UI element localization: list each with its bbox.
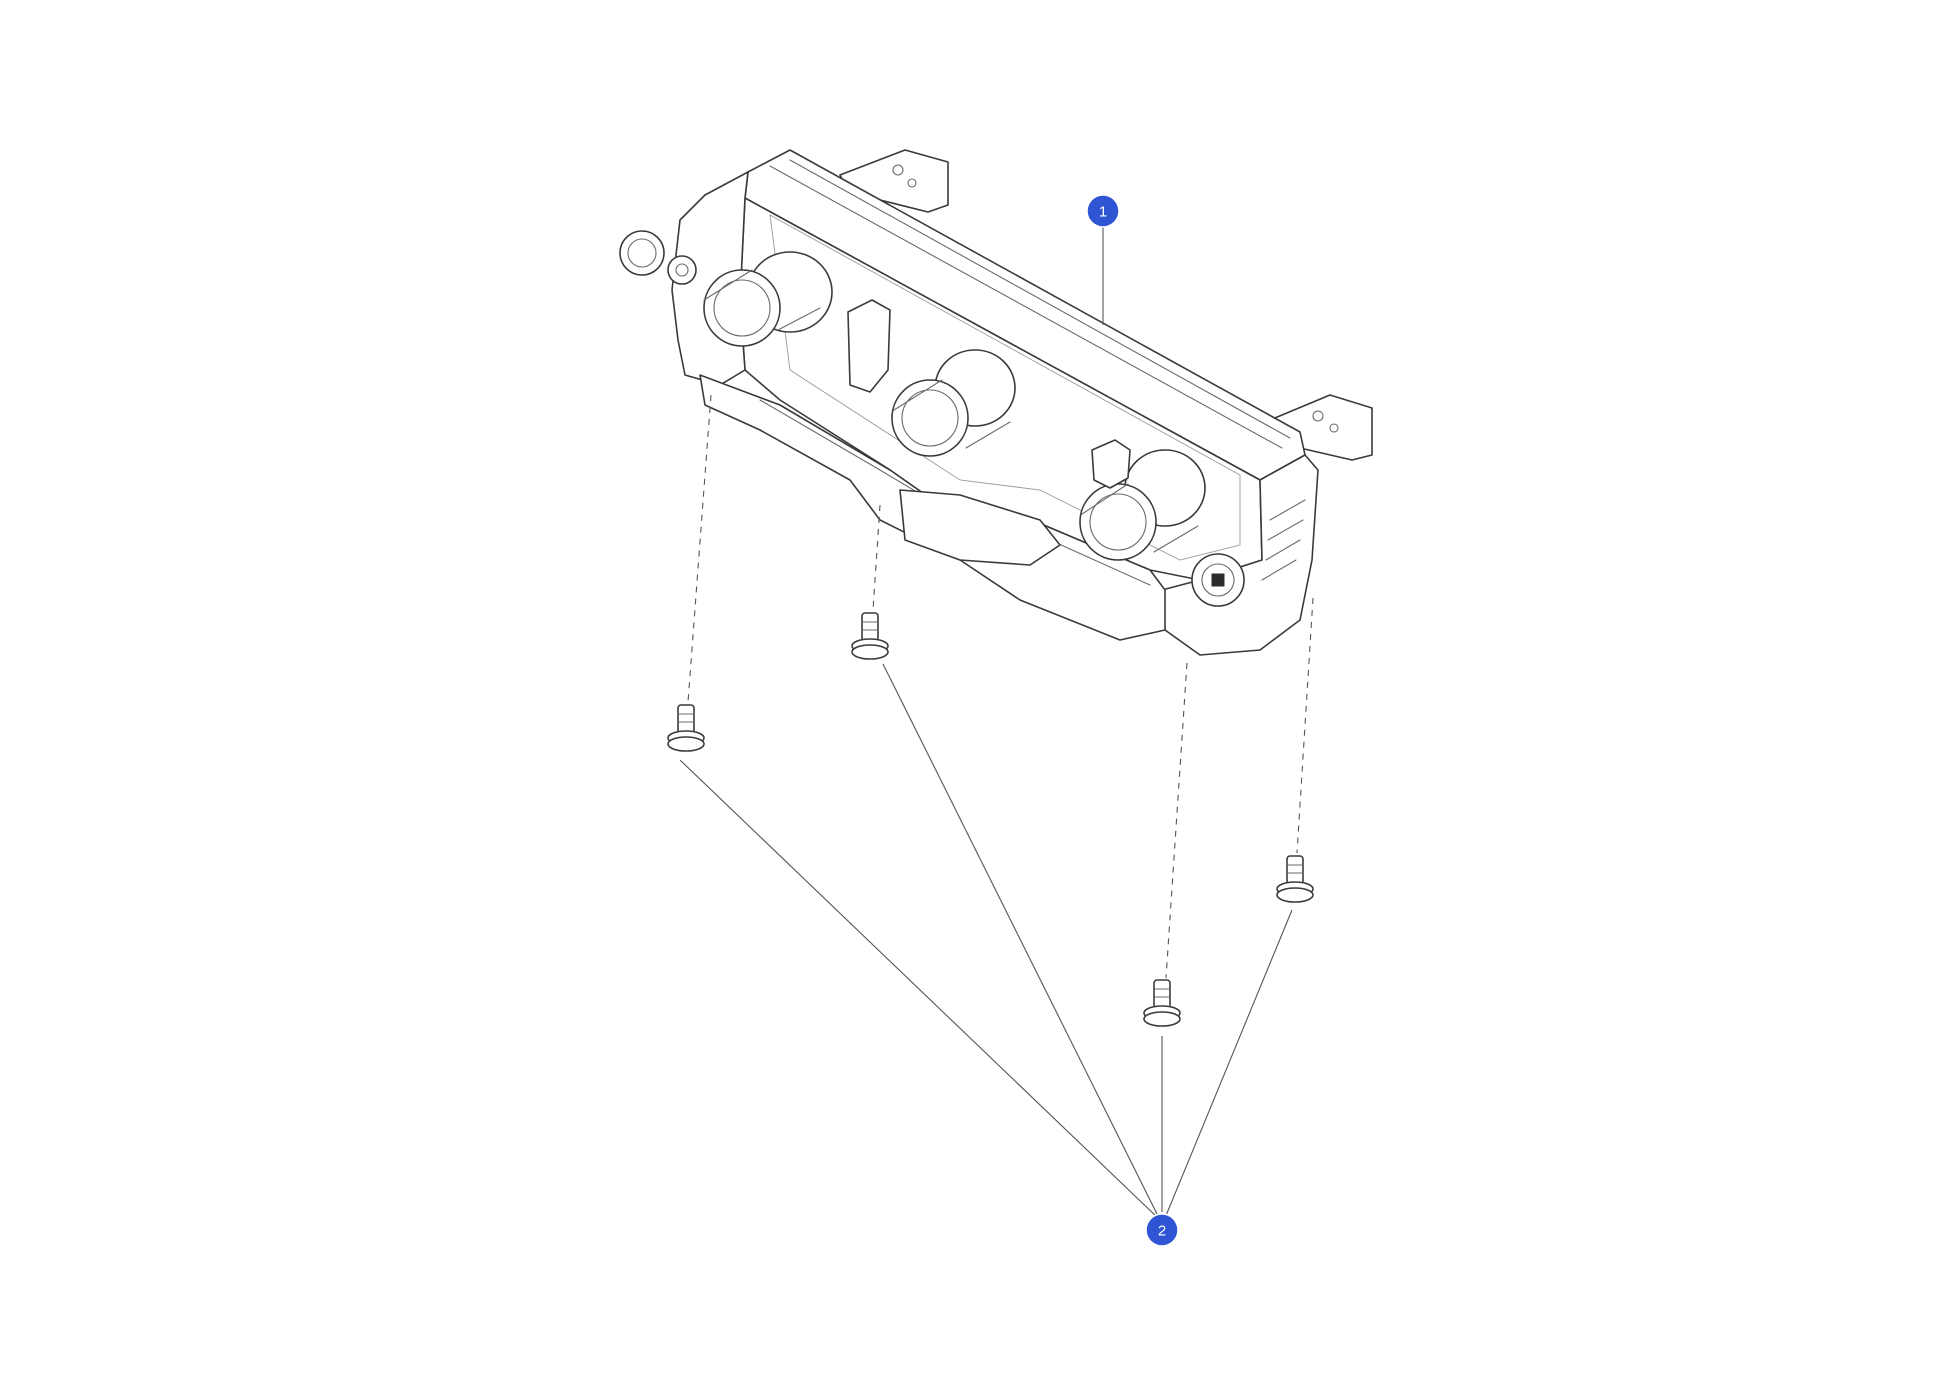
callout-label: 1 — [1099, 204, 1107, 221]
callout-circle — [1086, 194, 1120, 228]
leader-line-2 — [679, 759, 1159, 1219]
tab-hole — [1312, 410, 1324, 422]
screw — [851, 612, 889, 660]
torx-head-icon — [1211, 573, 1225, 587]
callout-circle — [1145, 1213, 1179, 1247]
callout-1[interactable]: 1 — [1086, 194, 1120, 228]
locating-post — [847, 299, 891, 393]
left-pivot-bolt — [667, 255, 697, 285]
left-pivot-cap-inner — [627, 238, 657, 268]
end-rib — [1265, 539, 1301, 561]
right-pivot-cap-inner — [1201, 563, 1235, 597]
leader-line-2 — [1164, 909, 1293, 1219]
locating-post — [1091, 439, 1131, 489]
assembly-line — [687, 394, 712, 703]
assembly-line — [872, 504, 881, 611]
end-rib — [1267, 519, 1304, 541]
assembly-line — [1296, 597, 1314, 854]
leader-line-2 — [882, 663, 1160, 1219]
tab-hole — [907, 178, 917, 188]
screw — [1143, 979, 1181, 1027]
screw — [667, 704, 705, 752]
bracket-assembly — [619, 149, 1373, 656]
end-rib — [1261, 559, 1297, 581]
assembly-line — [1165, 662, 1188, 979]
lower-hanger — [899, 489, 1061, 566]
end-rib — [1269, 499, 1306, 521]
left-pivot-cap — [619, 230, 665, 276]
housing-top-edge — [769, 165, 1283, 449]
tab-hole — [892, 164, 904, 176]
callout-2[interactable]: 2 — [1145, 1213, 1179, 1247]
bushing-middle — [891, 349, 1016, 457]
housing-top-edge — [789, 159, 1291, 439]
bushing-right — [1079, 449, 1206, 561]
callout-label: 2 — [1158, 1223, 1166, 1240]
screw — [1276, 855, 1314, 903]
tab-hole — [1329, 423, 1339, 433]
bushing-left — [703, 251, 833, 347]
left-pivot-bolt-hole — [675, 263, 689, 277]
